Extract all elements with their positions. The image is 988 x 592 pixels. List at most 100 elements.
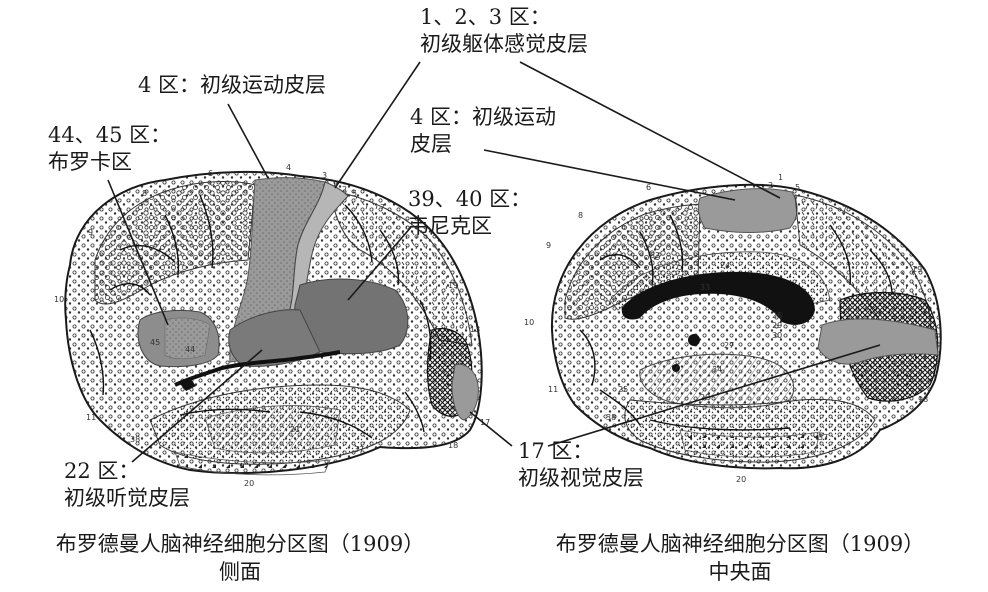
right-num-6: 6	[646, 183, 651, 192]
label-area22-line2: 初级听觉皮层	[64, 486, 190, 510]
left-num-6: 6	[208, 169, 213, 178]
label-area4445-line2: 布罗卡区	[48, 150, 132, 174]
label-area22-line1: 22 区：	[64, 459, 140, 483]
label-area4-left-text: 4 区：初级运动皮层	[138, 73, 327, 97]
caption-left-line2: 侧面	[219, 560, 261, 584]
right-area-numbers: 1 3 5 6 7 8 9 10 11 17 18 19 20 24 25 26…	[524, 173, 928, 484]
label-area3940: 39、40 区： 韦尼克区	[408, 186, 531, 240]
label-area17: 17 区： 初级视觉皮层	[518, 438, 644, 492]
right-num-25: 25	[618, 385, 628, 394]
right-num-11: 11	[548, 385, 558, 394]
left-num-2: 2	[342, 185, 347, 194]
right-corpus-callosum	[621, 271, 815, 325]
left-num-1: 1	[332, 179, 337, 188]
label-area4-left: 4 区：初级运动皮层	[138, 72, 326, 99]
left-num-5: 5	[352, 189, 357, 198]
right-num-38: 38	[606, 413, 616, 422]
left-sulci	[89, 194, 432, 439]
right-num-24: 24	[720, 261, 730, 270]
label-area123-line1: 1、2、3 区：	[420, 5, 551, 29]
left-area-numbers: 1 2 3 4 5 6 7 8 9 10 11 13 17 18 19 20 2…	[54, 163, 490, 488]
label-area3940-line2: 韦尼克区	[408, 214, 492, 238]
label-area17-line1: 17 区：	[518, 439, 594, 463]
right-num-32: 32	[650, 251, 660, 260]
right-num-3: 3	[768, 181, 773, 190]
right-num-7: 7	[842, 205, 847, 214]
right-num-20: 20	[736, 475, 746, 484]
right-num-5: 5	[795, 183, 800, 192]
left-temporal-hatch	[204, 405, 341, 454]
left-num-9: 9	[88, 228, 93, 237]
right-num-17: 17	[908, 375, 918, 384]
label-area4445-line1: 44、45 区：	[48, 123, 172, 147]
label-area17-line2: 初级视觉皮层	[518, 466, 644, 490]
label-area4-right: 4 区：初级运动 皮层	[410, 104, 556, 158]
leader-area22	[131, 349, 263, 463]
right-num-19: 19	[912, 265, 922, 274]
right-num-34: 34	[712, 365, 722, 374]
right-num-29: 29	[772, 321, 782, 330]
left-num-37: 37	[354, 445, 364, 454]
right-area17-visual	[817, 318, 939, 365]
caption-left: 布罗德曼人脑神经细胞分区图（1909） 侧面	[40, 530, 440, 586]
right-brain-medial: 1 3 5 6 7 8 9 10 11 17 18 19 20 24 25 26…	[524, 173, 942, 484]
caption-right: 布罗德曼人脑神经细胞分区图（1909） 中央面	[540, 530, 940, 586]
left-num-11: 11	[86, 413, 96, 422]
caption-left-line1: 布罗德曼人脑神经细胞分区图（1909）	[55, 532, 425, 556]
label-area22: 22 区： 初级听觉皮层	[64, 458, 190, 512]
left-num-19: 19	[448, 281, 458, 290]
left-num-17: 17	[480, 418, 490, 427]
label-area123: 1、2、3 区： 初级躯体感觉皮层	[420, 4, 588, 58]
right-num-9: 9	[546, 241, 551, 250]
right-area4-motor	[697, 188, 798, 233]
label-area4-right-line2: 皮层	[410, 132, 452, 156]
left-num-44: 44	[185, 345, 195, 354]
left-num-45: 45	[150, 338, 160, 347]
right-sulci	[579, 214, 893, 431]
caption-right-line1: 布罗德曼人脑神经细胞分区图（1909）	[555, 532, 925, 556]
left-broca-inner	[164, 317, 211, 360]
right-num-18: 18	[918, 395, 928, 404]
right-num-37: 37	[818, 433, 828, 442]
label-area123-line2: 初级躯体感觉皮层	[420, 32, 588, 56]
left-parietal-region	[329, 189, 473, 346]
left-area22-auditory	[228, 309, 321, 367]
left-num-10: 10	[54, 295, 64, 304]
label-area4-right-line1: 4 区：初级运动	[410, 105, 557, 129]
left-brain-lateral: 1 2 3 4 5 6 7 8 9 10 11 13 17 18 19 20 2…	[54, 163, 490, 488]
left-inferior-temporal	[174, 451, 331, 476]
left-sylvian-fissure	[174, 350, 341, 387]
right-inferior-temporal	[679, 429, 821, 458]
leader-area123-right	[519, 61, 781, 199]
leader-area4-left	[227, 103, 269, 179]
right-num-26: 26	[772, 311, 782, 320]
leader-area123-left	[334, 61, 421, 189]
leader-area17-left	[469, 411, 513, 447]
right-thalamus-dot	[688, 334, 700, 346]
left-num-13: 13	[470, 325, 480, 334]
right-num-27: 27	[724, 341, 734, 350]
leader-area4445	[107, 179, 169, 326]
right-num-30: 30	[772, 331, 782, 340]
left-num-7: 7	[380, 203, 385, 212]
label-area4445: 44、45 区： 布罗卡区	[48, 122, 171, 176]
left-insula-mark	[180, 378, 196, 391]
leader-area3940	[347, 225, 413, 301]
left-area17-visual	[451, 363, 479, 421]
right-num-8: 8	[578, 211, 583, 220]
left-num-21: 21	[290, 425, 300, 434]
caption-right-line2: 中央面	[708, 560, 772, 584]
leader-area17-right	[547, 344, 881, 447]
label-area3940-line1: 39、40 区：	[408, 187, 532, 211]
left-num-20: 20	[244, 479, 254, 488]
left-num-3: 3	[322, 171, 327, 180]
left-num-4: 4	[286, 163, 291, 172]
left-num-8: 8	[142, 189, 147, 198]
right-num-1: 1	[778, 173, 783, 182]
leader-lines	[107, 61, 881, 463]
leader-area4-right	[483, 149, 736, 201]
right-num-10: 10	[524, 318, 534, 327]
left-num-18: 18	[448, 441, 458, 450]
right-num-33: 33	[700, 283, 710, 292]
